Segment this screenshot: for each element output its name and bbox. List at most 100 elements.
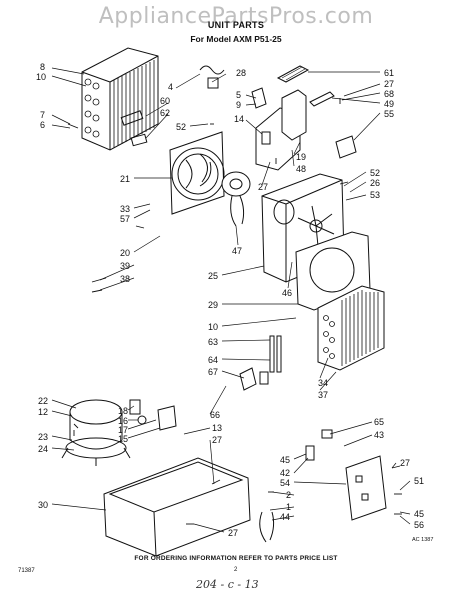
callout-12: 12 [38,407,48,417]
callout-23: 23 [38,432,48,442]
callout-49: 49 [384,99,394,109]
bushing [207,77,219,89]
selector-switch [321,429,333,439]
callout-5: 5 [236,90,241,100]
callout-21: 21 [120,174,130,184]
callout-68: 68 [384,89,394,99]
callout-19: 19 [296,152,306,162]
overload-protector [157,405,177,431]
callout-10: 10 [36,72,46,82]
callout-6: 6 [40,120,45,130]
callout-1: 1 [286,502,291,512]
spring-clip [199,65,225,75]
callout-18: 18 [118,406,128,416]
fan-motor [221,171,251,227]
callout-51: 51 [414,476,424,486]
louver-strip [276,65,310,83]
callout-47: 47 [232,246,242,256]
callout-20: 20 [120,248,130,258]
callout-34: 34 [318,378,328,388]
blower-wheel [297,205,335,247]
callout-27: 27 [384,79,394,89]
callout-64: 64 [208,355,218,365]
callout-7: 7 [40,110,45,120]
callout-61: 61 [384,68,394,78]
wire-harness [259,511,275,543]
callout-57: 57 [120,214,130,224]
callout-2: 2 [286,490,291,500]
callout-38: 38 [120,274,130,284]
callout-54: 54 [280,478,290,488]
switch [261,131,271,145]
callout-37: 37 [318,390,328,400]
diagram-title: UNIT PARTS [207,20,265,30]
mounting-tab [130,133,148,147]
compressor [61,399,131,466]
capacitor [335,135,357,159]
callout-45: 45 [280,455,290,465]
insulation-strip [269,335,275,373]
callout-8: 8 [40,62,45,72]
callout-15: 15 [118,434,128,444]
callout-labels: 8 10 7 6 4 28 5 9 60 62 52 14 61 27 68 4… [36,62,424,538]
seal-block [239,367,257,391]
fan-shroud [169,131,225,215]
callout-27: 27 [228,528,238,538]
document-code: 71387 [18,568,35,574]
control-plate [345,455,387,521]
callout-27: 27 [258,182,268,192]
knob-bracket [251,87,267,109]
callout-52: 52 [370,168,380,178]
callout-26: 26 [370,178,380,188]
callout-48: 48 [296,164,306,174]
ordering-note: FOR ORDERING INFORMATION REFER TO PARTS … [134,555,338,562]
control-rail [309,91,335,107]
handwritten-note: 204 - c - 13 [196,578,259,591]
terminal-block [129,399,141,415]
page-number: 2 [234,567,238,573]
callout-42: 42 [280,468,290,478]
callout-45: 45 [414,509,424,519]
callout-53: 53 [370,190,380,200]
callout-29: 29 [208,300,218,310]
callout-22: 22 [38,396,48,406]
callout-14: 14 [234,114,244,124]
callout-28: 28 [236,68,246,78]
callout-65: 65 [374,417,384,427]
screw-set [67,98,402,525]
callout-17: 17 [118,425,128,435]
callout-60: 60 [160,96,170,106]
callout-43: 43 [374,430,384,440]
watermark: AppliancePartsPros.com [98,4,374,29]
callout-63: 63 [208,337,218,347]
callout-62: 62 [160,108,170,118]
callout-4: 4 [168,82,173,92]
callout-46: 46 [282,288,292,298]
callout-30: 30 [38,500,48,510]
callout-13: 13 [212,423,222,433]
callout-55: 55 [384,109,394,119]
callout-67: 67 [208,367,218,377]
foam-pad [259,371,269,385]
callout-27: 27 [400,458,410,468]
callout-52: 52 [176,122,186,132]
callout-44: 44 [280,512,290,522]
callout-16: 16 [118,416,128,426]
thermostat [305,445,315,461]
callout-56: 56 [414,520,424,530]
callout-39: 39 [120,261,130,271]
callout-10: 10 [208,322,218,332]
condenser-coil [81,47,159,151]
callout-24: 24 [38,444,48,454]
callout-33: 33 [120,204,130,214]
base-pan [103,457,251,557]
model-label: For Model AXM P51-25 [190,34,282,44]
drawing-reference: AC 1387 [412,537,434,543]
bracket-strip [120,110,144,126]
callout-25: 25 [208,271,218,281]
callout-66: 66 [210,410,220,420]
callout-27: 27 [212,435,222,445]
callout-9: 9 [236,100,241,110]
evaporator-coil [317,285,385,371]
